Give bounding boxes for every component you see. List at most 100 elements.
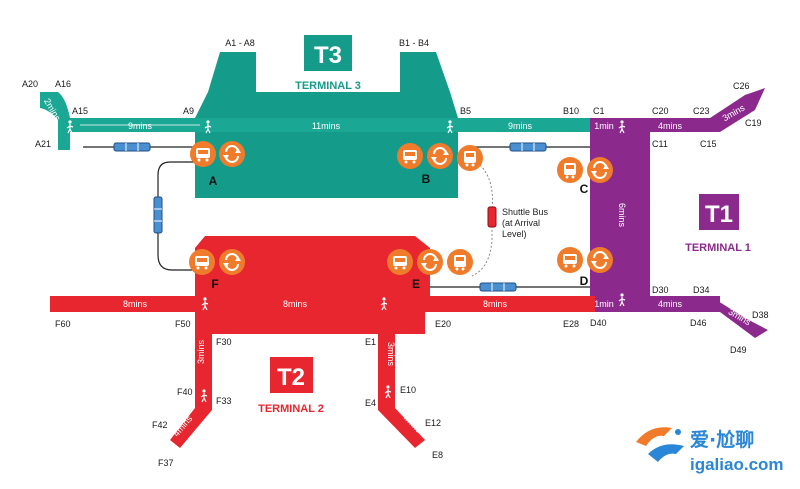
walk-time: 1min bbox=[594, 299, 614, 309]
t2-f-pier bbox=[170, 334, 212, 448]
terminal-1: T1 TERMINAL 1 1min 4mins 3mins 6mins 1mi… bbox=[590, 88, 768, 338]
transfer-icon bbox=[586, 156, 614, 184]
walk-time: 3mins bbox=[386, 342, 396, 367]
zone-label-c: C bbox=[580, 182, 589, 196]
t2-walkway bbox=[50, 296, 595, 312]
walk-time: 11mins bbox=[312, 121, 341, 131]
gate-label: E1 bbox=[365, 337, 376, 347]
gate-label: D49 bbox=[730, 345, 747, 355]
gate-label: F50 bbox=[175, 319, 191, 329]
gate-label: C26 bbox=[733, 81, 750, 91]
terminal-3: T3 TERMINAL 3 2mins 9mins 11mins 9mins bbox=[40, 35, 618, 198]
skytrain-car-icon bbox=[113, 142, 151, 152]
gate-label: F60 bbox=[55, 319, 71, 329]
gate-label: C20 bbox=[652, 106, 669, 116]
skytrain-station-icon bbox=[189, 249, 215, 275]
zone-label-b: B bbox=[422, 172, 431, 186]
t2-e-pier bbox=[378, 334, 425, 448]
watermark-url: igaliao.com bbox=[690, 455, 784, 474]
walk-time: 8mins bbox=[283, 299, 308, 309]
walk-time: 9mins bbox=[508, 121, 533, 131]
shuttle-label: (at Arrival bbox=[502, 218, 540, 228]
gate-label: A15 bbox=[72, 106, 88, 116]
skytrain-car-icon bbox=[479, 282, 517, 292]
t2-badge-text: T2 bbox=[277, 364, 305, 391]
watermark: 爱·尬聊 igaliao.com bbox=[636, 427, 784, 474]
gate-label: D30 bbox=[652, 285, 669, 295]
gate-label: F30 bbox=[216, 337, 232, 347]
gate-label: B1 - B4 bbox=[399, 38, 429, 48]
gate-label: F42 bbox=[152, 420, 168, 430]
gate-label: E20 bbox=[435, 319, 451, 329]
watermark-logo-icon bbox=[636, 427, 684, 462]
gate-label: C1 bbox=[593, 106, 605, 116]
bus-station-icon bbox=[457, 145, 483, 171]
terminal-2: T2 TERMINAL 2 8mins 8mins 8mins 3mins 4m… bbox=[50, 236, 595, 448]
walk-time: 4mins bbox=[658, 121, 683, 131]
gate-label: E10 bbox=[400, 385, 416, 395]
gate-label: D34 bbox=[693, 285, 710, 295]
walk-time: 4mins bbox=[658, 299, 683, 309]
t2-name: TERMINAL 2 bbox=[258, 403, 324, 415]
skytrain-station-icon bbox=[190, 141, 216, 167]
watermark-brand: 爱·尬聊 bbox=[690, 428, 754, 451]
walk-time: 8mins bbox=[483, 299, 508, 309]
gate-label: E8 bbox=[432, 450, 443, 460]
walk-time: 6mins bbox=[617, 203, 627, 228]
gate-label: E12 bbox=[425, 418, 441, 428]
t3-walkway bbox=[58, 118, 618, 132]
gate-label: D40 bbox=[590, 318, 607, 328]
gate-label: A16 bbox=[55, 79, 71, 89]
gate-label: D46 bbox=[690, 318, 707, 328]
shuttle-bus-icon bbox=[487, 206, 497, 228]
t3-badge bbox=[304, 35, 352, 71]
gate-label: F33 bbox=[216, 396, 232, 406]
transfer-icon bbox=[218, 140, 246, 168]
gate-labels: A1 - A8 B1 - B4 A20 A16 A15 A21 A9 B5 B1… bbox=[22, 38, 769, 468]
zone-label-e: E bbox=[412, 277, 420, 291]
zone-label-a: A bbox=[209, 174, 218, 188]
bus-station-icon bbox=[557, 157, 583, 183]
gate-label: A20 bbox=[22, 79, 38, 89]
transfer-icon bbox=[426, 142, 454, 170]
t3-name: TERMINAL 3 bbox=[295, 80, 361, 92]
gate-label: C19 bbox=[745, 118, 762, 128]
t1-badge bbox=[699, 194, 739, 230]
t2-badge bbox=[270, 357, 313, 393]
gate-label: C15 bbox=[700, 139, 717, 149]
gate-label: D38 bbox=[752, 310, 769, 320]
gate-label: A9 bbox=[183, 106, 194, 116]
gate-label: F37 bbox=[158, 458, 174, 468]
gate-label: A1 - A8 bbox=[225, 38, 255, 48]
skytrain-car-icon bbox=[509, 142, 547, 152]
transfer-icon bbox=[416, 248, 444, 276]
gate-label: C11 bbox=[652, 139, 668, 149]
zone-label-f: F bbox=[211, 277, 218, 291]
gate-label: A21 bbox=[35, 139, 51, 149]
skytrain-station-icon bbox=[387, 249, 413, 275]
zone-label-d: D bbox=[580, 274, 589, 288]
walk-time: 8mins bbox=[123, 299, 148, 309]
gate-label: E28 bbox=[563, 319, 579, 329]
gate-label: E4 bbox=[365, 398, 376, 408]
skytrain-station-icon bbox=[557, 247, 583, 273]
gate-label: B10 bbox=[563, 106, 579, 116]
t1-name: TERMINAL 1 bbox=[685, 242, 751, 254]
bus-station-icon bbox=[447, 249, 473, 275]
shuttle-label: Level) bbox=[502, 229, 527, 239]
gate-label: F40 bbox=[177, 387, 193, 397]
walk-time: 3mins bbox=[196, 340, 206, 365]
skytrain-car-icon bbox=[153, 196, 163, 234]
shuttle-label: Shuttle Bus bbox=[502, 207, 549, 217]
t1-badge-text: T1 bbox=[705, 201, 733, 228]
walk-time: 1min bbox=[594, 121, 614, 131]
t3-badge-text: T3 bbox=[314, 42, 342, 69]
t1-d-spur bbox=[710, 296, 768, 338]
walk-time: 9mins bbox=[128, 121, 153, 131]
transfer-icon bbox=[218, 248, 246, 276]
t1-c-spur bbox=[710, 88, 765, 132]
skytrain-station-icon bbox=[397, 143, 423, 169]
gate-label: C23 bbox=[693, 106, 710, 116]
gate-label: B5 bbox=[460, 106, 471, 116]
transfer-icon bbox=[586, 246, 614, 274]
